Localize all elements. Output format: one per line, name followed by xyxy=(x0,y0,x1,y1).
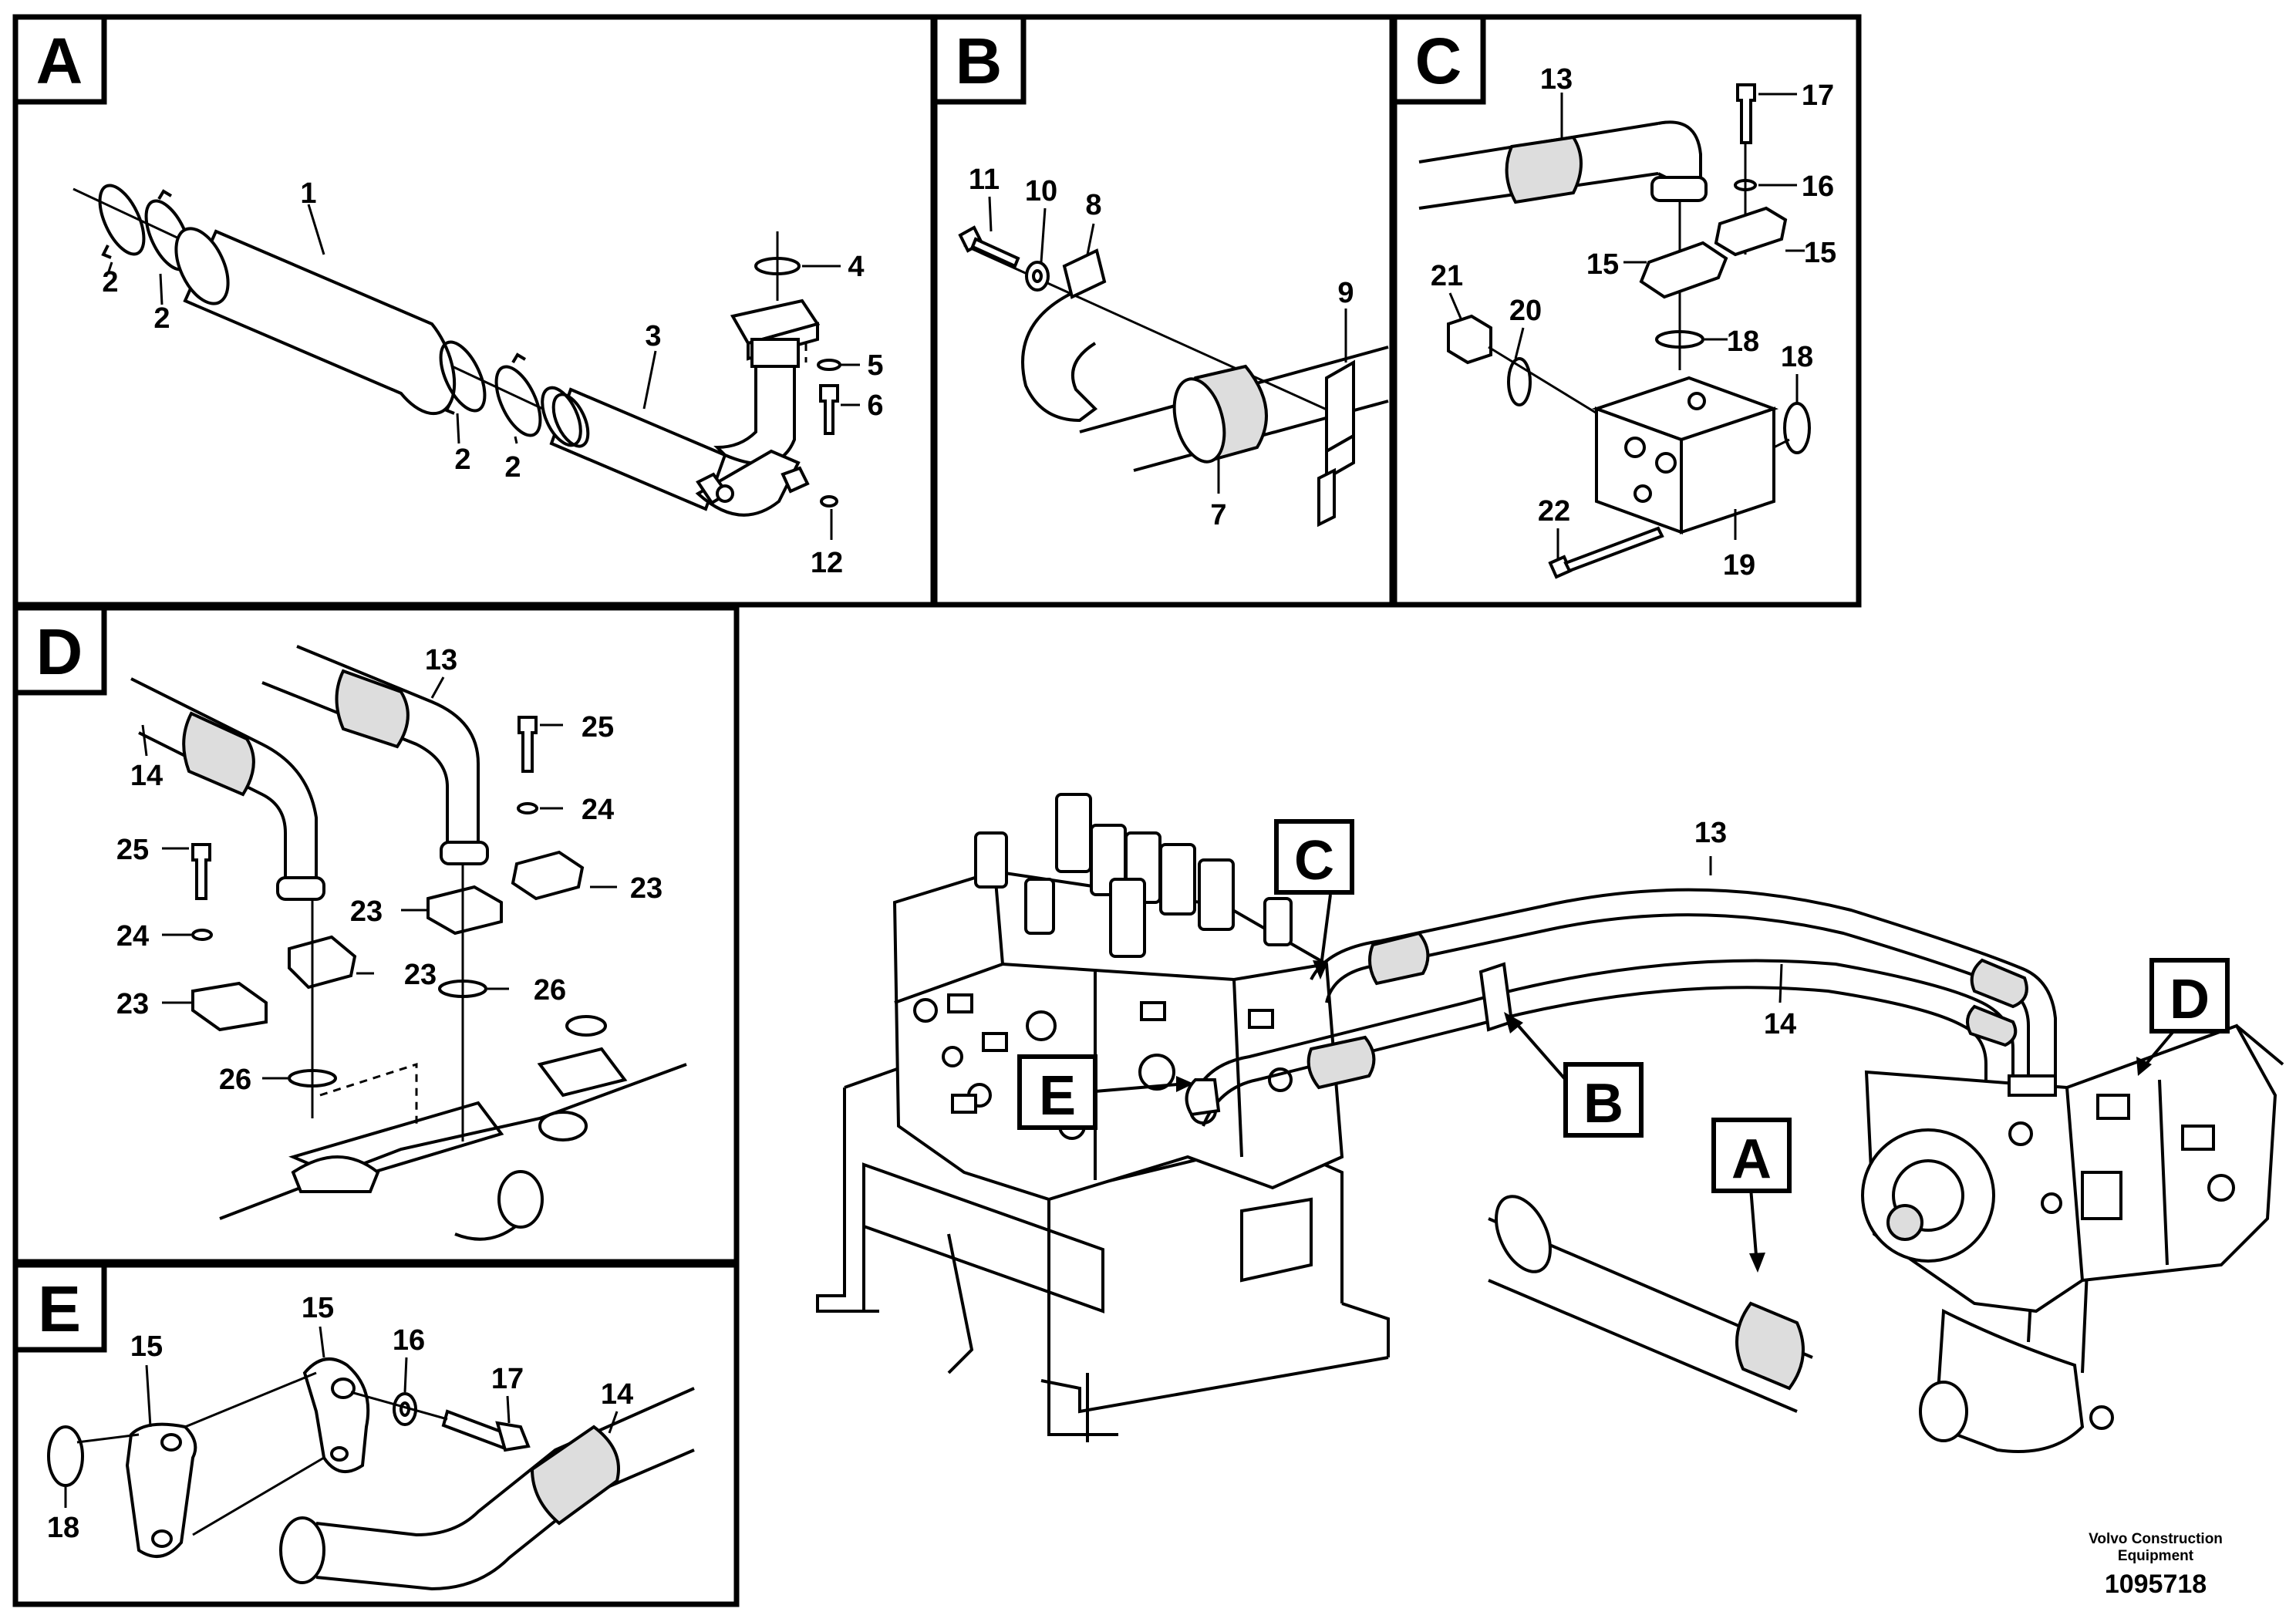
svg-text:A: A xyxy=(36,25,83,97)
main-label-e: E xyxy=(1017,1054,1097,1130)
main-label-c: C xyxy=(1274,819,1354,895)
svg-text:15: 15 xyxy=(302,1292,334,1324)
main-assembly-drawing xyxy=(816,793,2284,1453)
svg-text:18: 18 xyxy=(1781,341,1813,373)
svg-text:E: E xyxy=(1039,1065,1076,1127)
svg-text:25: 25 xyxy=(116,834,149,866)
svg-text:B: B xyxy=(956,25,1003,97)
panel-a-drawing xyxy=(72,184,860,540)
svg-text:13: 13 xyxy=(425,644,457,676)
svg-text:18: 18 xyxy=(47,1512,79,1544)
svg-text:16: 16 xyxy=(1802,170,1834,203)
svg-text:24: 24 xyxy=(582,794,614,826)
svg-text:14: 14 xyxy=(130,760,163,792)
panel-c-callouts: 13 17 16 15 15 21 20 18 18 22 19 xyxy=(1431,63,1836,582)
svg-text:13: 13 xyxy=(1540,63,1573,96)
main-leaders xyxy=(1094,856,2176,1273)
svg-text:17: 17 xyxy=(1802,79,1834,112)
svg-text:21: 21 xyxy=(1431,260,1463,292)
panel-d-callouts: 13 14 25 24 25 24 23 23 23 23 26 26 xyxy=(116,644,663,1096)
svg-text:15: 15 xyxy=(1586,248,1619,281)
svg-text:14: 14 xyxy=(601,1378,633,1411)
svg-text:18: 18 xyxy=(1727,325,1759,358)
svg-text:C: C xyxy=(1415,25,1462,97)
panel-e-frame xyxy=(12,1262,740,1607)
svg-text:23: 23 xyxy=(350,895,383,928)
panel-c-drawing xyxy=(1418,83,1811,579)
panel-d-drawing xyxy=(130,645,687,1241)
svg-text:19: 19 xyxy=(1723,549,1755,582)
svg-text:2: 2 xyxy=(504,451,521,484)
panel-b-label: B xyxy=(932,14,1027,105)
panel-c-frame xyxy=(1391,14,1862,608)
svg-text:15: 15 xyxy=(130,1330,163,1363)
svg-text:4: 4 xyxy=(848,251,864,283)
svg-text:26: 26 xyxy=(219,1064,251,1096)
svg-text:23: 23 xyxy=(404,959,437,991)
footer-company-line1: Volvo Construction xyxy=(2089,1531,2223,1547)
panel-b-callouts: 11 10 8 9 7 xyxy=(969,164,1354,531)
main-label-a: A xyxy=(1711,1118,1792,1193)
svg-text:10: 10 xyxy=(1025,175,1057,207)
panel-d-frame xyxy=(12,605,740,1265)
main-callouts: 13 14 xyxy=(1694,817,1796,1040)
main-label-d: D xyxy=(2149,958,2230,1034)
panel-e-drawing xyxy=(47,1326,695,1591)
svg-text:20: 20 xyxy=(1509,295,1542,327)
panel-d-label: D xyxy=(12,605,107,696)
svg-text:1: 1 xyxy=(300,177,316,210)
svg-text:D: D xyxy=(36,615,83,688)
svg-text:17: 17 xyxy=(491,1363,524,1395)
svg-text:A: A xyxy=(1731,1128,1772,1190)
svg-text:15: 15 xyxy=(1804,237,1836,269)
svg-text:14: 14 xyxy=(1764,1008,1796,1040)
svg-text:16: 16 xyxy=(393,1324,425,1357)
svg-text:C: C xyxy=(1294,830,1334,892)
svg-text:2: 2 xyxy=(153,302,170,335)
svg-text:25: 25 xyxy=(582,711,614,744)
svg-text:2: 2 xyxy=(102,266,118,298)
svg-text:13: 13 xyxy=(1694,817,1727,849)
svg-text:6: 6 xyxy=(867,389,883,422)
svg-text:23: 23 xyxy=(630,872,663,905)
svg-text:E: E xyxy=(38,1273,81,1345)
svg-text:2: 2 xyxy=(454,443,470,476)
main-label-b: B xyxy=(1563,1062,1644,1138)
svg-text:8: 8 xyxy=(1085,189,1101,221)
svg-text:D: D xyxy=(2170,969,2210,1030)
panel-b-drawing xyxy=(958,196,1389,528)
footer-company-line2: Equipment xyxy=(2117,1548,2194,1564)
panel-c-label: C xyxy=(1391,14,1486,105)
panel-e-label: E xyxy=(12,1262,107,1353)
svg-text:26: 26 xyxy=(534,974,566,1007)
svg-text:3: 3 xyxy=(645,320,661,352)
svg-text:5: 5 xyxy=(867,349,883,382)
svg-text:12: 12 xyxy=(811,547,843,579)
svg-text:7: 7 xyxy=(1210,499,1226,531)
svg-text:22: 22 xyxy=(1538,495,1570,528)
footer-company: Volvo Construction Equipment xyxy=(2055,1531,2256,1565)
svg-text:23: 23 xyxy=(116,988,149,1020)
panel-e-callouts: 15 15 16 17 14 18 xyxy=(47,1292,633,1544)
svg-text:11: 11 xyxy=(969,164,1000,196)
panel-a-callouts: 1 2 2 2 2 3 4 5 6 12 xyxy=(102,177,883,579)
svg-text:9: 9 xyxy=(1337,277,1354,309)
drawing-number: 1095718 xyxy=(2104,1570,2207,1599)
svg-text:B: B xyxy=(1583,1073,1623,1135)
panel-a-label: A xyxy=(12,14,107,105)
svg-text:24: 24 xyxy=(116,920,149,953)
